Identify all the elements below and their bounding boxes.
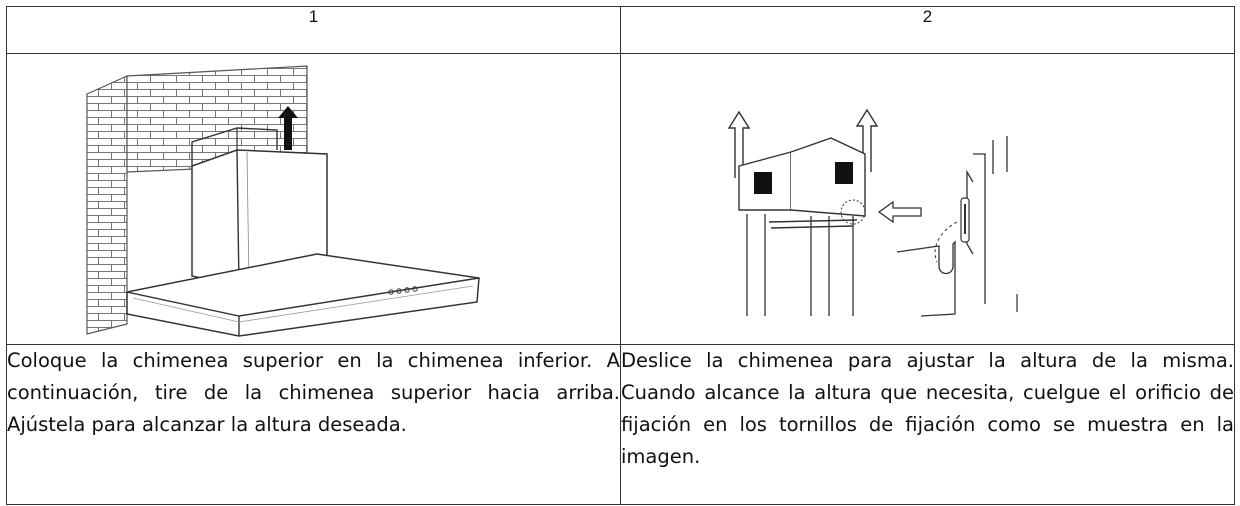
up-arrow-icon [727, 110, 751, 178]
up-arrow-icon [855, 108, 879, 172]
illustration-row [6, 53, 1235, 345]
step-1-text: Coloque la chimenea superior en la chime… [6, 344, 621, 505]
step-1-illustration-cell [6, 53, 621, 345]
step-number-2: 2 [620, 6, 1235, 54]
range-hood-chimney-pull-up-icon [86, 65, 480, 337]
step-number-row: 1 2 [6, 6, 1235, 54]
step-number-1: 1 [6, 6, 621, 54]
pull-up-arrow-icon [278, 106, 298, 150]
chimney-slide-fixing-hole-icon [727, 108, 1018, 317]
instruction-table: 1 2 [6, 6, 1235, 505]
step-2-text: Deslice la chimenea para ajustar la altu… [620, 344, 1235, 505]
step-text-row: Coloque la chimenea superior en la chime… [6, 344, 1235, 505]
step-2-illustration-cell [620, 53, 1235, 345]
left-arrow-icon [877, 200, 922, 224]
